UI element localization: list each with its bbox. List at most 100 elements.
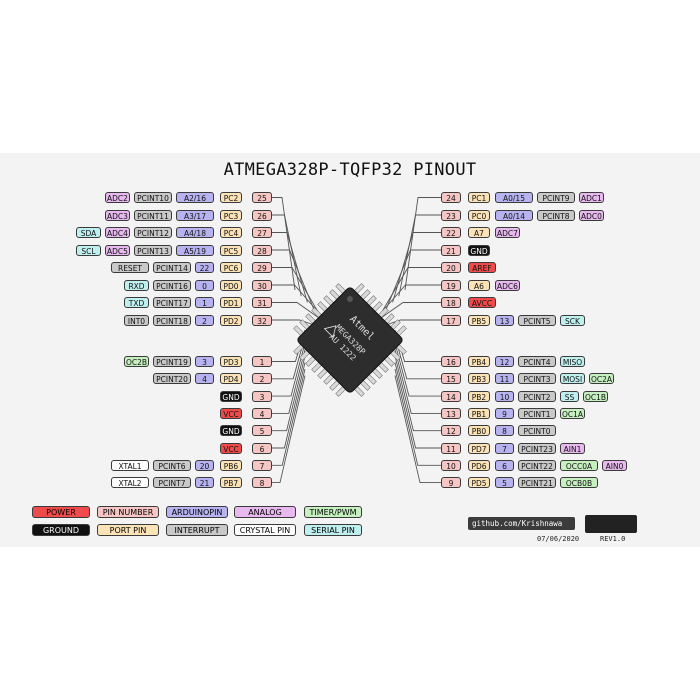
pin-wire (398, 214, 441, 297)
pin-function-label: PCINT5 (518, 314, 556, 326)
port-label-pd3: PD3 (220, 356, 242, 367)
pin-function-label: A0/14 (495, 209, 533, 221)
pin-function-label: PCINT4 (518, 356, 556, 367)
pin-number-6: 6 (252, 442, 272, 454)
pin-wire (272, 368, 306, 466)
pin-function-label: AIN0 (602, 459, 627, 471)
pin-function-label: 22 (195, 262, 214, 273)
pin-function-label: 6 (495, 459, 514, 471)
pin-wire (394, 342, 441, 397)
legend-item-port-pin: PORT PIN (97, 524, 159, 536)
pin-number-22: 22 (441, 227, 461, 238)
pin1-marker (347, 295, 353, 302)
pin-wire (379, 267, 441, 316)
pin-number-21: 21 (441, 244, 461, 256)
pin-number-11: 11 (441, 442, 461, 454)
port-label-a7: A7 (468, 227, 490, 238)
pin-number-12: 12 (441, 425, 461, 437)
pin-function-label: ADC7 (495, 227, 520, 238)
pin-number-20: 20 (441, 262, 461, 273)
pin-function-label: PCINT19 (153, 356, 191, 367)
pin-function-label: OC2B (124, 356, 149, 367)
pin-wire (272, 214, 302, 297)
pin-function-label: RXD (124, 279, 149, 291)
pin-wire (272, 336, 306, 380)
pin-function-label: PCINT8 (537, 209, 575, 221)
port-label-vcc: VCC (220, 442, 242, 454)
pin-number-15: 15 (441, 373, 461, 385)
port-label-pb0: PB0 (468, 425, 490, 437)
pin-function-label: PCINT0 (518, 425, 556, 437)
pin-number-9: 9 (441, 477, 461, 489)
pin-wire (272, 232, 308, 303)
pin-function-label: 9 (495, 407, 514, 419)
port-label-pc5: PC5 (220, 244, 242, 256)
port-label-gnd: GND (468, 244, 490, 256)
pin-function-label: PCINT3 (518, 373, 556, 385)
pin-function-label: SCK (560, 314, 585, 326)
pin-wire (392, 232, 441, 303)
port-label-pd7: PD7 (468, 442, 490, 454)
pin-function-label: PCINT23 (518, 442, 556, 454)
port-label-pb7: PB7 (220, 477, 242, 489)
pin-function-label: TXD (124, 297, 149, 308)
pin-function-label: ADC2 (105, 192, 130, 203)
pin-function-label: A5/19 (176, 244, 214, 256)
pin-wire (272, 249, 315, 309)
port-label-pc0: PC0 (468, 209, 490, 221)
port-label-pb6: PB6 (220, 459, 242, 471)
pin-function-label: INT0 (124, 314, 149, 326)
pin-function-label: XTAL2 (111, 477, 149, 489)
pin-number-28: 28 (252, 244, 272, 256)
pin-function-label: PCINT12 (134, 227, 172, 238)
pin-number-10: 10 (441, 459, 461, 471)
port-label-pd2: PD2 (220, 314, 242, 326)
pin-number-2: 2 (252, 373, 272, 385)
port-label-pd4: PD4 (220, 373, 242, 385)
pin-function-label: 12 (495, 356, 514, 367)
legend-item-analog: ANALOG (234, 506, 296, 518)
port-label-pc3: PC3 (220, 209, 242, 221)
pin-function-label: 5 (495, 477, 514, 489)
port-label-pb1: PB1 (468, 407, 490, 419)
pin-function-label: A0/15 (495, 192, 533, 203)
pin-number-29: 29 (252, 262, 272, 273)
port-label-pc1: PC1 (468, 192, 490, 203)
pin-wire (394, 355, 441, 432)
pin-function-label: 1 (195, 297, 214, 308)
port-label-vcc: VCC (220, 407, 242, 419)
port-label-pc2: PC2 (220, 192, 242, 203)
pin-number-25: 25 (252, 192, 272, 203)
cc-license-icon (585, 515, 637, 533)
pin-function-label: AIN1 (560, 442, 585, 454)
pin-number-4: 4 (252, 407, 272, 419)
pin-wire (394, 349, 441, 414)
pin-function-label: A2/16 (176, 192, 214, 203)
pin-wire (404, 197, 441, 291)
warning-triangle-icon (323, 325, 337, 338)
pin-function-label: RESET (111, 262, 149, 273)
pin-function-label: SS (560, 390, 579, 402)
github-badge: github.com/Krishnawa (468, 517, 575, 530)
pin-function-label: OC1B (583, 390, 608, 402)
pin-function-label: 0 (195, 279, 214, 291)
pin-wire (394, 362, 441, 449)
port-label-pb2: PB2 (468, 390, 490, 402)
pin-number-32: 32 (252, 314, 272, 326)
port-label-gnd: GND (220, 425, 242, 437)
pin-function-label: 20 (195, 459, 214, 471)
port-label-pd0: PD0 (220, 279, 242, 291)
pin-function-label: PCINT14 (153, 262, 191, 273)
pin-function-label: OCC0A (560, 459, 598, 471)
port-label-a6: A6 (468, 279, 490, 291)
pin-function-label: ADC3 (105, 209, 130, 221)
pin-function-label: PCINT16 (153, 279, 191, 291)
chip-body-group (293, 283, 407, 397)
pin-function-label: SCL (76, 244, 101, 256)
pin-function-label: PCINT9 (537, 192, 575, 203)
port-label-pb5: PB5 (468, 314, 490, 326)
pin-function-label: MOSI (560, 373, 585, 385)
port-label-pd1: PD1 (220, 297, 242, 308)
port-label-pd6: PD6 (468, 459, 490, 471)
pin-function-label: OC2A (589, 373, 614, 385)
